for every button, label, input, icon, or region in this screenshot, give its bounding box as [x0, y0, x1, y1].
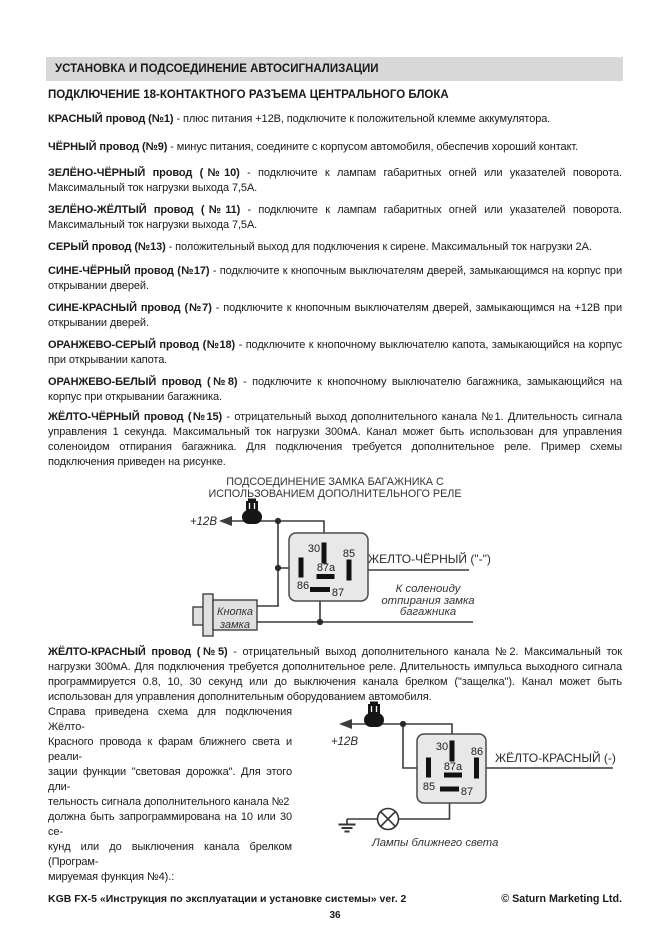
- wire-name-bold: СЕРЫЙ провод (№13): [48, 241, 166, 253]
- footer-copyright: © Saturn Marketing Ltd.: [501, 893, 622, 905]
- lamp-icon: [376, 807, 400, 831]
- section-title: ПОДКЛЮЧЕНИЕ 18-КОНТАКТНОГО РАЗЪЕМА ЦЕНТР…: [48, 89, 449, 101]
- diagram2-circuit: 30 86 85 87а 87 +12В ЖЁЛТО-КРАСНЫЙ (-): [331, 701, 616, 833]
- junction-dot: [316, 618, 324, 626]
- pin-label-87: 87: [332, 587, 344, 599]
- wire-description: - подключите к кнопочным выключателям дв…: [48, 265, 622, 292]
- diagram1-circuit: 30 85 86 87а 87 +12В ЖЕЛТО-ЧЁРНЫЙ ("-"): [190, 498, 491, 637]
- arrow-left-icon: [339, 719, 352, 729]
- wire-description: - отрицательный выход дополнительного ка…: [48, 646, 623, 703]
- wire-description: - отрицательный выход дополнительного ка…: [48, 411, 622, 468]
- diagram1-title: ПОДСОЕДИНЕНИЕ ЗАМКА БАГАЖНИКА С ИСПОЛЬЗО…: [208, 476, 462, 500]
- pin-bar-86: [474, 757, 479, 779]
- wire-description: - плюс питания +12В, подключите к положи…: [173, 113, 551, 125]
- pin-label-85: 85: [423, 781, 435, 793]
- wire-description: - подключите к лампам габаритных огней и…: [48, 167, 622, 194]
- pin-bar-30: [449, 740, 455, 762]
- pin-bar-85: [346, 559, 352, 581]
- solenoid-label: К соленоиду отпирания замка багажника: [381, 583, 475, 618]
- wire-paragraph-yellow-black: ЖЁЛТО-ЧЁРНЫЙ провод (№15) - отрицательны…: [48, 410, 622, 470]
- pin-bar-87: [310, 587, 330, 592]
- supply-12v-label: +12В: [331, 736, 359, 748]
- junction-dot: [399, 720, 407, 728]
- wire-name-bold: ОРАНЖЕВО-БЕЛЫЙ провод (№8): [48, 376, 238, 388]
- pin-label-30: 30: [308, 543, 320, 555]
- junction-dot: [274, 517, 282, 525]
- supply-12v-label: +12В: [190, 516, 218, 528]
- wire-paragraph-gray: СЕРЫЙ провод (№13) - положительный выход…: [48, 240, 622, 255]
- relay-box: [288, 532, 369, 602]
- wire-name-bold: КРАСНЫЙ провод (№1): [48, 113, 174, 125]
- pin-label-87a: 87а: [444, 761, 463, 773]
- fuse-icon: [242, 498, 262, 524]
- wire-name-bold: СИНЕ-КРАСНЫЙ провод (№7): [48, 302, 212, 314]
- wire-description: - подключите к кнопочному выключателю ка…: [48, 339, 622, 366]
- relay-box: [416, 733, 487, 804]
- lock-button: [192, 593, 258, 637]
- wire-paragraph-green-black: ЗЕЛЁНО-ЧЁРНЫЙ провод (№10) - подключите …: [48, 166, 622, 196]
- pin-bar-87a: [444, 772, 462, 778]
- pin-label-30: 30: [436, 741, 448, 753]
- header-bar: УСТАНОВКА И ПОДСОЕДИНЕНИЕ АВТОСИГНАЛИЗАЦ…: [46, 57, 623, 81]
- pin-bar-30: [321, 542, 327, 564]
- wire-name-bold: ЗЕЛЁНО-ЖЁЛТЫЙ провод (№11): [48, 204, 241, 216]
- wire-description: - подключите к кнопочному выключателю ба…: [48, 376, 622, 403]
- wire-paragraph-red: КРАСНЫЙ провод (№1) - плюс питания +12В,…: [48, 112, 622, 127]
- wire-description: - подключите к кнопочным выключателям дв…: [48, 302, 622, 329]
- wire-paragraph-yellow-red: ЖЁЛТО-КРАСНЫЙ провод (№5) - отрицательны…: [48, 645, 622, 705]
- pin-label-86: 86: [471, 746, 483, 758]
- lamp-label: Лампы ближнего света: [372, 837, 499, 849]
- left-column-text: Справа приведена схема для подключения Ж…: [48, 706, 292, 883]
- wire-paragraph-blue-black: СИНЕ-ЧЁРНЫЙ провод (№17) - подключите к …: [48, 264, 622, 294]
- wire-description: - подключите к лампам габаритных огней и…: [48, 204, 622, 231]
- wire-paragraph-black: ЧЁРНЫЙ провод (№9) - минус питания, соед…: [48, 140, 622, 155]
- pin-bar-87a: [316, 574, 335, 579]
- wire-description: - положительный выход для подключения к …: [165, 241, 592, 253]
- arrow-left-icon: [219, 516, 232, 526]
- lock-button-label: Кнопка замка: [216, 606, 254, 631]
- footer-title: KGB FX-5 «Инструкция по эксплуатации и у…: [48, 893, 407, 905]
- pin-bar-87: [440, 786, 459, 792]
- pin-bar-85: [426, 757, 431, 778]
- wire-description: - минус питания, соедините с корпусом ав…: [167, 141, 579, 153]
- pin-label-87: 87: [461, 786, 473, 798]
- pin-label-87a: 87а: [317, 562, 336, 574]
- wire-name-bold: ЗЕЛЁНО-ЧЁРНЫЙ провод (№10): [48, 167, 240, 179]
- wire-paragraph-orange-white: ОРАНЖЕВО-БЕЛЫЙ провод (№8) - подключите …: [48, 375, 622, 405]
- wire-name-bold: ОРАНЖЕВО-СЕРЫЙ провод (№18): [48, 339, 236, 351]
- pin-label-85: 85: [343, 548, 355, 560]
- pin-label-86: 86: [297, 580, 309, 592]
- wire-name-bold: СИНЕ-ЧЁРНЫЙ провод (№17): [48, 265, 210, 277]
- fuse-icon: [364, 701, 384, 727]
- wire-name-bold: ЖЁЛТО-КРАСНЫЙ провод (№5): [48, 646, 228, 658]
- junction-dot: [274, 564, 282, 572]
- wire-paragraph-green-yellow: ЗЕЛЁНО-ЖЁЛТЫЙ провод (№11) - подключите …: [48, 203, 622, 233]
- wire-name-bold: ЧЁРНЫЙ провод (№9): [48, 141, 168, 153]
- wire-name-bold: ЖЁЛТО-ЧЁРНЫЙ провод (№15): [48, 411, 223, 423]
- wire-paragraph-blue-red: СИНЕ-КРАСНЫЙ провод (№7) - подключите к …: [48, 301, 622, 331]
- wire-paragraph-orange-gray: ОРАНЖЕВО-СЕРЫЙ провод (№18) - подключите…: [48, 338, 622, 368]
- pin-bar-86: [298, 557, 304, 578]
- ground-icon: [338, 819, 356, 833]
- wire-output-label: ЖЕЛТО-ЧЁРНЫЙ ("-"): [368, 551, 491, 566]
- wire-output-label: ЖЁЛТО-КРАСНЫЙ (-): [495, 750, 616, 765]
- page-number: 36: [329, 910, 341, 921]
